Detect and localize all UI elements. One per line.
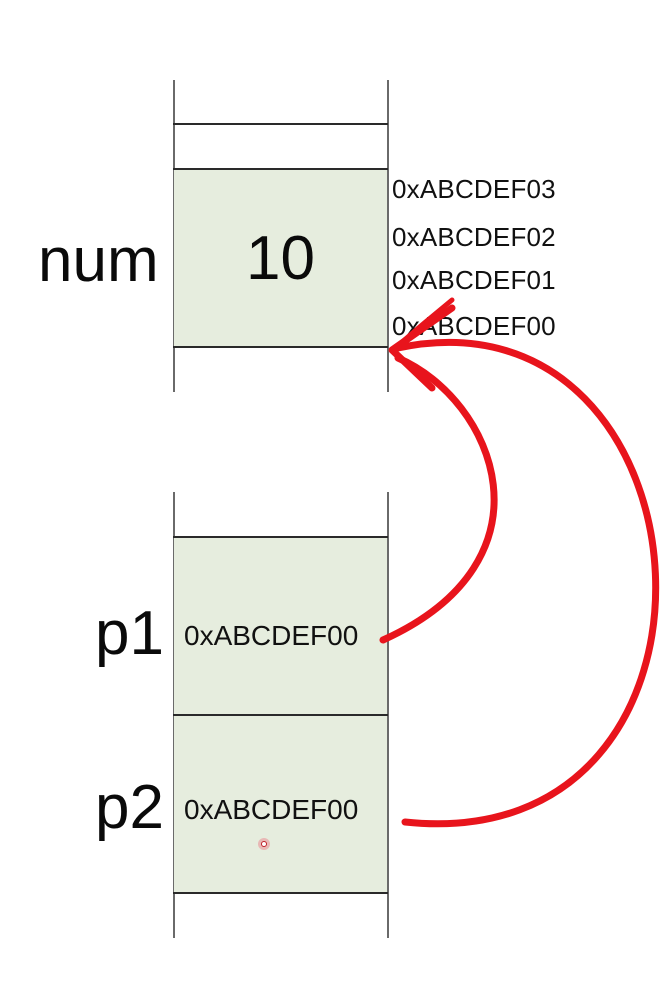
address-label-03: 0xABCDEF03 (392, 174, 556, 204)
p1-value: 0xABCDEF00 (184, 620, 359, 651)
p1-label: p1 (95, 599, 164, 668)
p2-pointer-arrow (394, 338, 660, 828)
num-cell (174, 169, 387, 347)
top-block-divider-1 (173, 123, 388, 125)
top-block-right-edge (387, 80, 389, 392)
num-label: num (38, 226, 159, 295)
num-cell-bottom-border (173, 346, 388, 348)
address-label-01: 0xABCDEF01 (392, 265, 556, 295)
p2-value: 0xABCDEF00 (184, 794, 359, 825)
p2-label: p2 (95, 773, 164, 842)
p1-cell (174, 537, 387, 714)
p2-cell-bottom-border (173, 892, 388, 894)
p1-pointer-arrow (379, 354, 498, 644)
top-block-left-edge (173, 80, 175, 392)
p2-cell (174, 715, 387, 893)
address-label-00: 0xABCDEF00 (392, 311, 556, 341)
num-cell-top-border (173, 168, 388, 170)
p1-p2-divider (173, 714, 388, 716)
cursor-indicator (258, 838, 270, 850)
address-label-02: 0xABCDEF02 (392, 222, 556, 252)
num-value: 10 (246, 224, 315, 293)
p1-cell-top-border (173, 536, 388, 538)
